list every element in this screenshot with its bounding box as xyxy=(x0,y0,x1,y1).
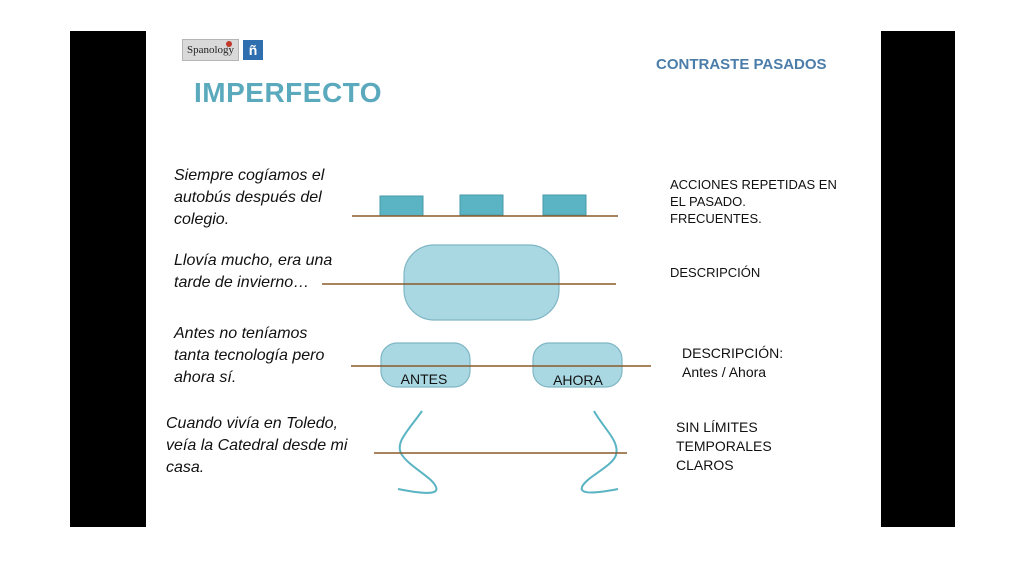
description-no-limits: SIN LÍMITES TEMPORALES CLAROS xyxy=(676,419,772,473)
example-text-no-limits: Cuando vivía en Toledo, veía la Catedral… xyxy=(166,415,348,476)
repeat-block-2 xyxy=(459,194,504,216)
diagram-description xyxy=(322,244,616,321)
logo-brand-text: Spanology xyxy=(187,44,235,56)
description-repeated: ACCIONES REPETIDAS EN EL PASADO. FRECUEN… xyxy=(670,177,837,226)
now-label: AHORA xyxy=(553,372,603,388)
example-text-before-now: Antes no teníamos tanta tecnología pero … xyxy=(174,325,325,386)
timeline-diagrams: ANTES AHORA xyxy=(322,194,651,494)
diagram-repeated-actions xyxy=(352,194,618,217)
description-capsule xyxy=(403,244,560,321)
letterbox-left xyxy=(70,31,146,527)
letterbox-right xyxy=(881,31,955,527)
slide: Spanology ñ IMPERFECTO CONTRASTE PASADOS… xyxy=(146,31,881,527)
logo-n-icon: ñ xyxy=(243,40,264,60)
description-description: DESCRIPCIÓN xyxy=(670,265,761,280)
repeat-block-1 xyxy=(379,195,424,217)
before-label: ANTES xyxy=(401,371,448,387)
slide-title: IMPERFECTO xyxy=(194,77,383,108)
example-text-description: Llovía mucho, era una tarde de invierno… xyxy=(174,252,333,291)
repeat-block-3 xyxy=(542,194,587,216)
description-before-now: DESCRIPCIÓN: Antes / Ahora xyxy=(682,345,784,380)
now-capsule xyxy=(532,342,623,388)
logo-wordmark: Spanology xyxy=(182,39,240,61)
slide-subtitle: CONTRASTE PASADOS xyxy=(656,56,827,73)
before-capsule xyxy=(380,342,471,388)
spanology-logo: Spanology ñ xyxy=(182,39,264,61)
left-wave-boundary xyxy=(397,410,438,494)
diagram-no-limits xyxy=(374,410,627,494)
right-wave-boundary xyxy=(580,410,619,494)
diagram-before-now: ANTES AHORA xyxy=(351,342,651,388)
example-text-repeated: Siempre cogíamos el autobús después del … xyxy=(174,167,325,228)
logo-dot-icon xyxy=(226,41,233,47)
